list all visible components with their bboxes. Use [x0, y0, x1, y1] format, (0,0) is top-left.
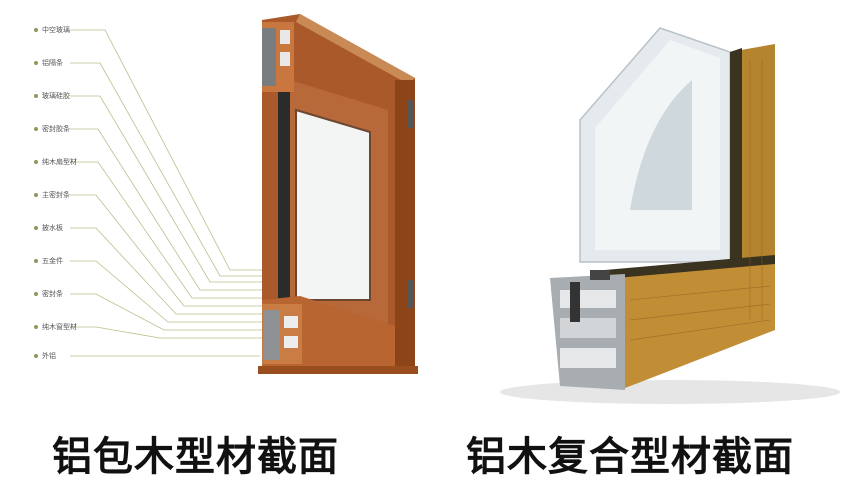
left-caption: 铝包木型材截面 [52, 434, 339, 480]
aluminum-wood-composite-section-illustration [500, 27, 840, 404]
label-drip-board: 披水板 [42, 224, 63, 232]
oak-horizontal-profile [605, 262, 775, 390]
spacer-bar [278, 88, 290, 302]
label-insulating-glass: 中空玻璃 [42, 26, 70, 34]
right-panel: 铝木复合型材截面 [430, 0, 860, 500]
label-sealing-strip: 密封胶条 [42, 125, 70, 133]
leader-lines [70, 29, 310, 357]
label-outer-aluminum: 外铝 [42, 352, 56, 360]
right-caption: 铝木复合型材截面 [466, 434, 794, 480]
label-wood-sash-profile: 纯木扇型材 [42, 158, 77, 166]
label-hardware: 五金件 [42, 257, 63, 265]
label-glass-silicone: 玻璃硅胶 [42, 92, 70, 100]
label-aluminum-spacer: 铝隔条 [42, 59, 63, 67]
glass-pane [295, 108, 371, 301]
label-seal: 密封条 [42, 290, 63, 298]
aluminum-clad-wood-section-illustration [70, 14, 418, 374]
left-panel: 中空玻璃 铝隔条 玻璃硅胶 密封胶条 纯木扇型材 主密封条 披水板 五金件 密封… [34, 14, 418, 480]
label-main-seal: 主密封条 [42, 191, 70, 199]
label-wood-frame-profile: 纯木窗型材 [42, 323, 77, 331]
